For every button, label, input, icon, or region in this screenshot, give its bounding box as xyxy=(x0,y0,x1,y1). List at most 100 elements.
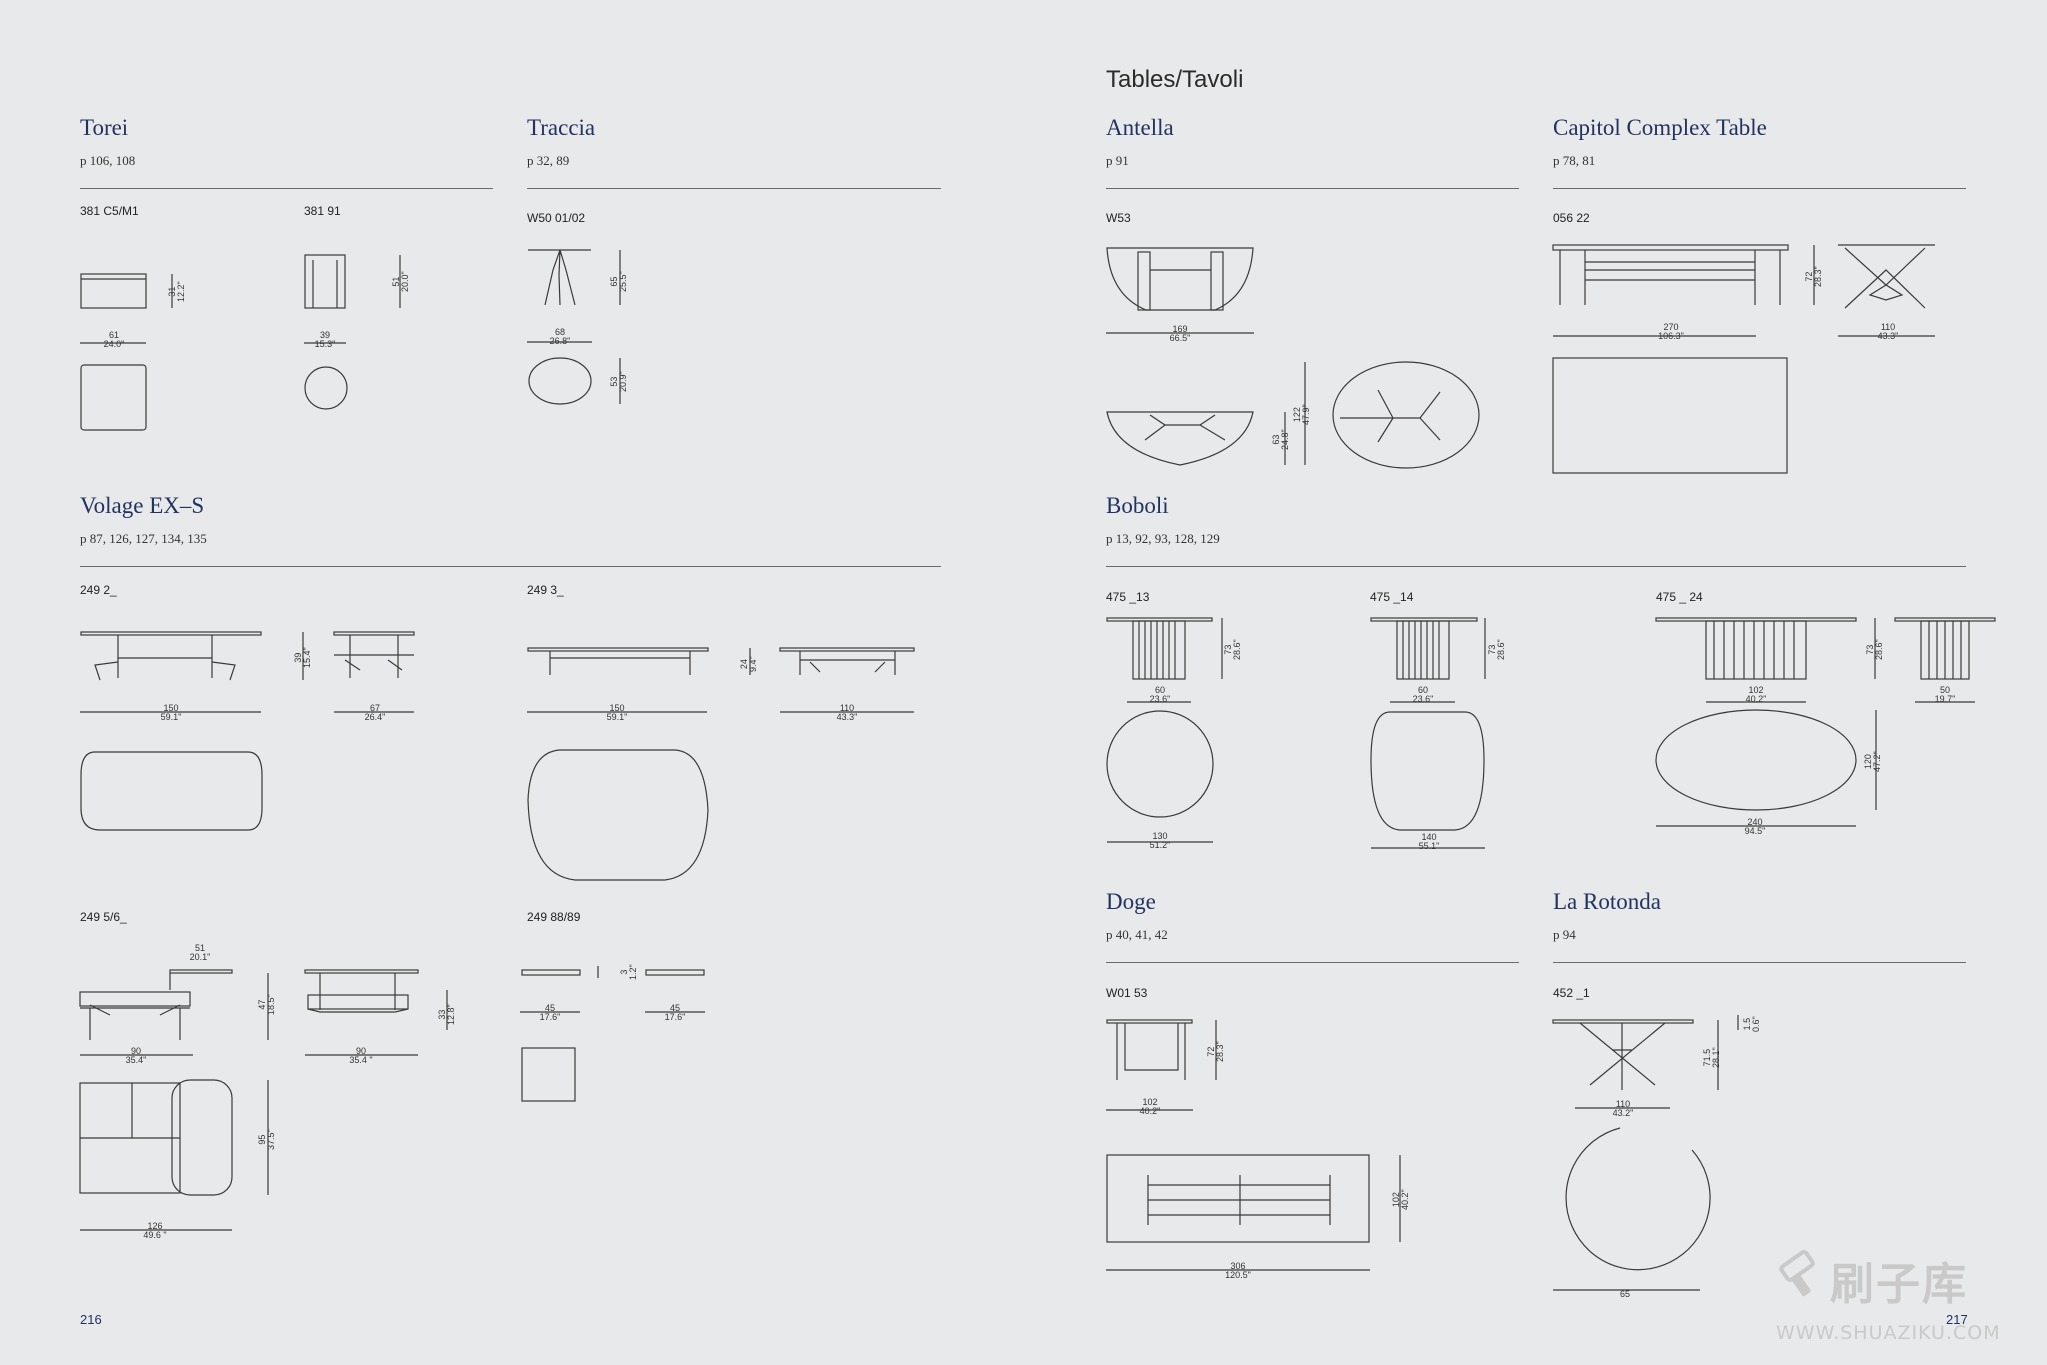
traccia-pages: p 32, 89 xyxy=(527,153,570,168)
volage-drawing-a xyxy=(80,631,415,831)
rotonda-rule xyxy=(1553,962,1966,963)
capitol-pages: p 78, 81 xyxy=(1553,153,1596,168)
brush-logo-icon xyxy=(1776,1250,1826,1300)
antella-title: Antella xyxy=(1106,115,1174,140)
boboli-drawing xyxy=(1106,617,1996,849)
boboli-pages: p 13, 92, 93, 128, 129 xyxy=(1106,531,1220,546)
traccia-drawing xyxy=(527,249,621,405)
antella-rule xyxy=(1106,188,1519,189)
doge-title: Doge xyxy=(1106,889,1156,914)
rotonda-code: 452 _1 xyxy=(1553,986,1590,1000)
doge-pages: p 40, 41, 42 xyxy=(1106,927,1168,942)
torei-drawing xyxy=(80,254,401,431)
traccia-rule xyxy=(527,188,941,189)
volage-drawing-c xyxy=(79,969,448,1231)
rotonda-pages: p 94 xyxy=(1553,927,1576,942)
doge-code: W01 53 xyxy=(1106,986,1148,1000)
capitol-code: 056 22 xyxy=(1553,211,1590,225)
torei-pages: p 106, 108 xyxy=(80,153,136,168)
boboli-code-3: 475 _ 24 xyxy=(1656,590,1703,604)
antella-code: W53 xyxy=(1106,211,1131,225)
watermark-text: 刷子库 xyxy=(1830,1259,1968,1310)
volage-code-1: 249 2_ xyxy=(80,583,117,597)
section-header: Tables/Tavoli xyxy=(1106,66,1244,93)
capitol-title: Capitol Complex Table xyxy=(1553,115,1767,140)
rotonda-diameter: 65 xyxy=(1619,1289,1630,1299)
page-number-left: 216 xyxy=(80,1312,102,1327)
boboli-title: Boboli xyxy=(1106,493,1169,518)
doge-rule xyxy=(1106,962,1519,963)
capitol-drawing xyxy=(1552,244,1935,474)
volage-code-3: 249 5/6_ xyxy=(80,910,127,924)
boboli-code-2: 475 _14 xyxy=(1370,590,1414,604)
torei-code-1: 381 C5/M1 xyxy=(80,204,139,218)
capitol-rule xyxy=(1553,188,1966,189)
page-number-right: 217 xyxy=(1946,1312,1968,1327)
volage-code-2: 249 3_ xyxy=(527,583,564,597)
torei-rule xyxy=(80,188,493,189)
torei-code-2: 381 91 xyxy=(304,204,341,218)
volage-drawing-d xyxy=(520,966,705,1102)
volage-title: Volage EX–S xyxy=(80,493,205,518)
rotonda-drawing xyxy=(1552,1015,1739,1291)
antella-drawing xyxy=(1106,247,1480,469)
antella-pages: p 91 xyxy=(1106,153,1129,168)
volage-code-4: 249 88/89 xyxy=(527,910,581,924)
volage-drawing-b xyxy=(527,647,915,881)
rotonda-title: La Rotonda xyxy=(1553,889,1661,914)
traccia-code: W50 01/02 xyxy=(527,211,586,225)
volage-pages: p 87, 126, 127, 134, 135 xyxy=(80,531,207,546)
volage-rule xyxy=(80,566,941,567)
boboli-code-1: 475 _13 xyxy=(1106,590,1150,604)
traccia-title: Traccia xyxy=(527,115,596,140)
watermark-url: WWW.SHUAZIKU.COM xyxy=(1776,1322,2001,1344)
